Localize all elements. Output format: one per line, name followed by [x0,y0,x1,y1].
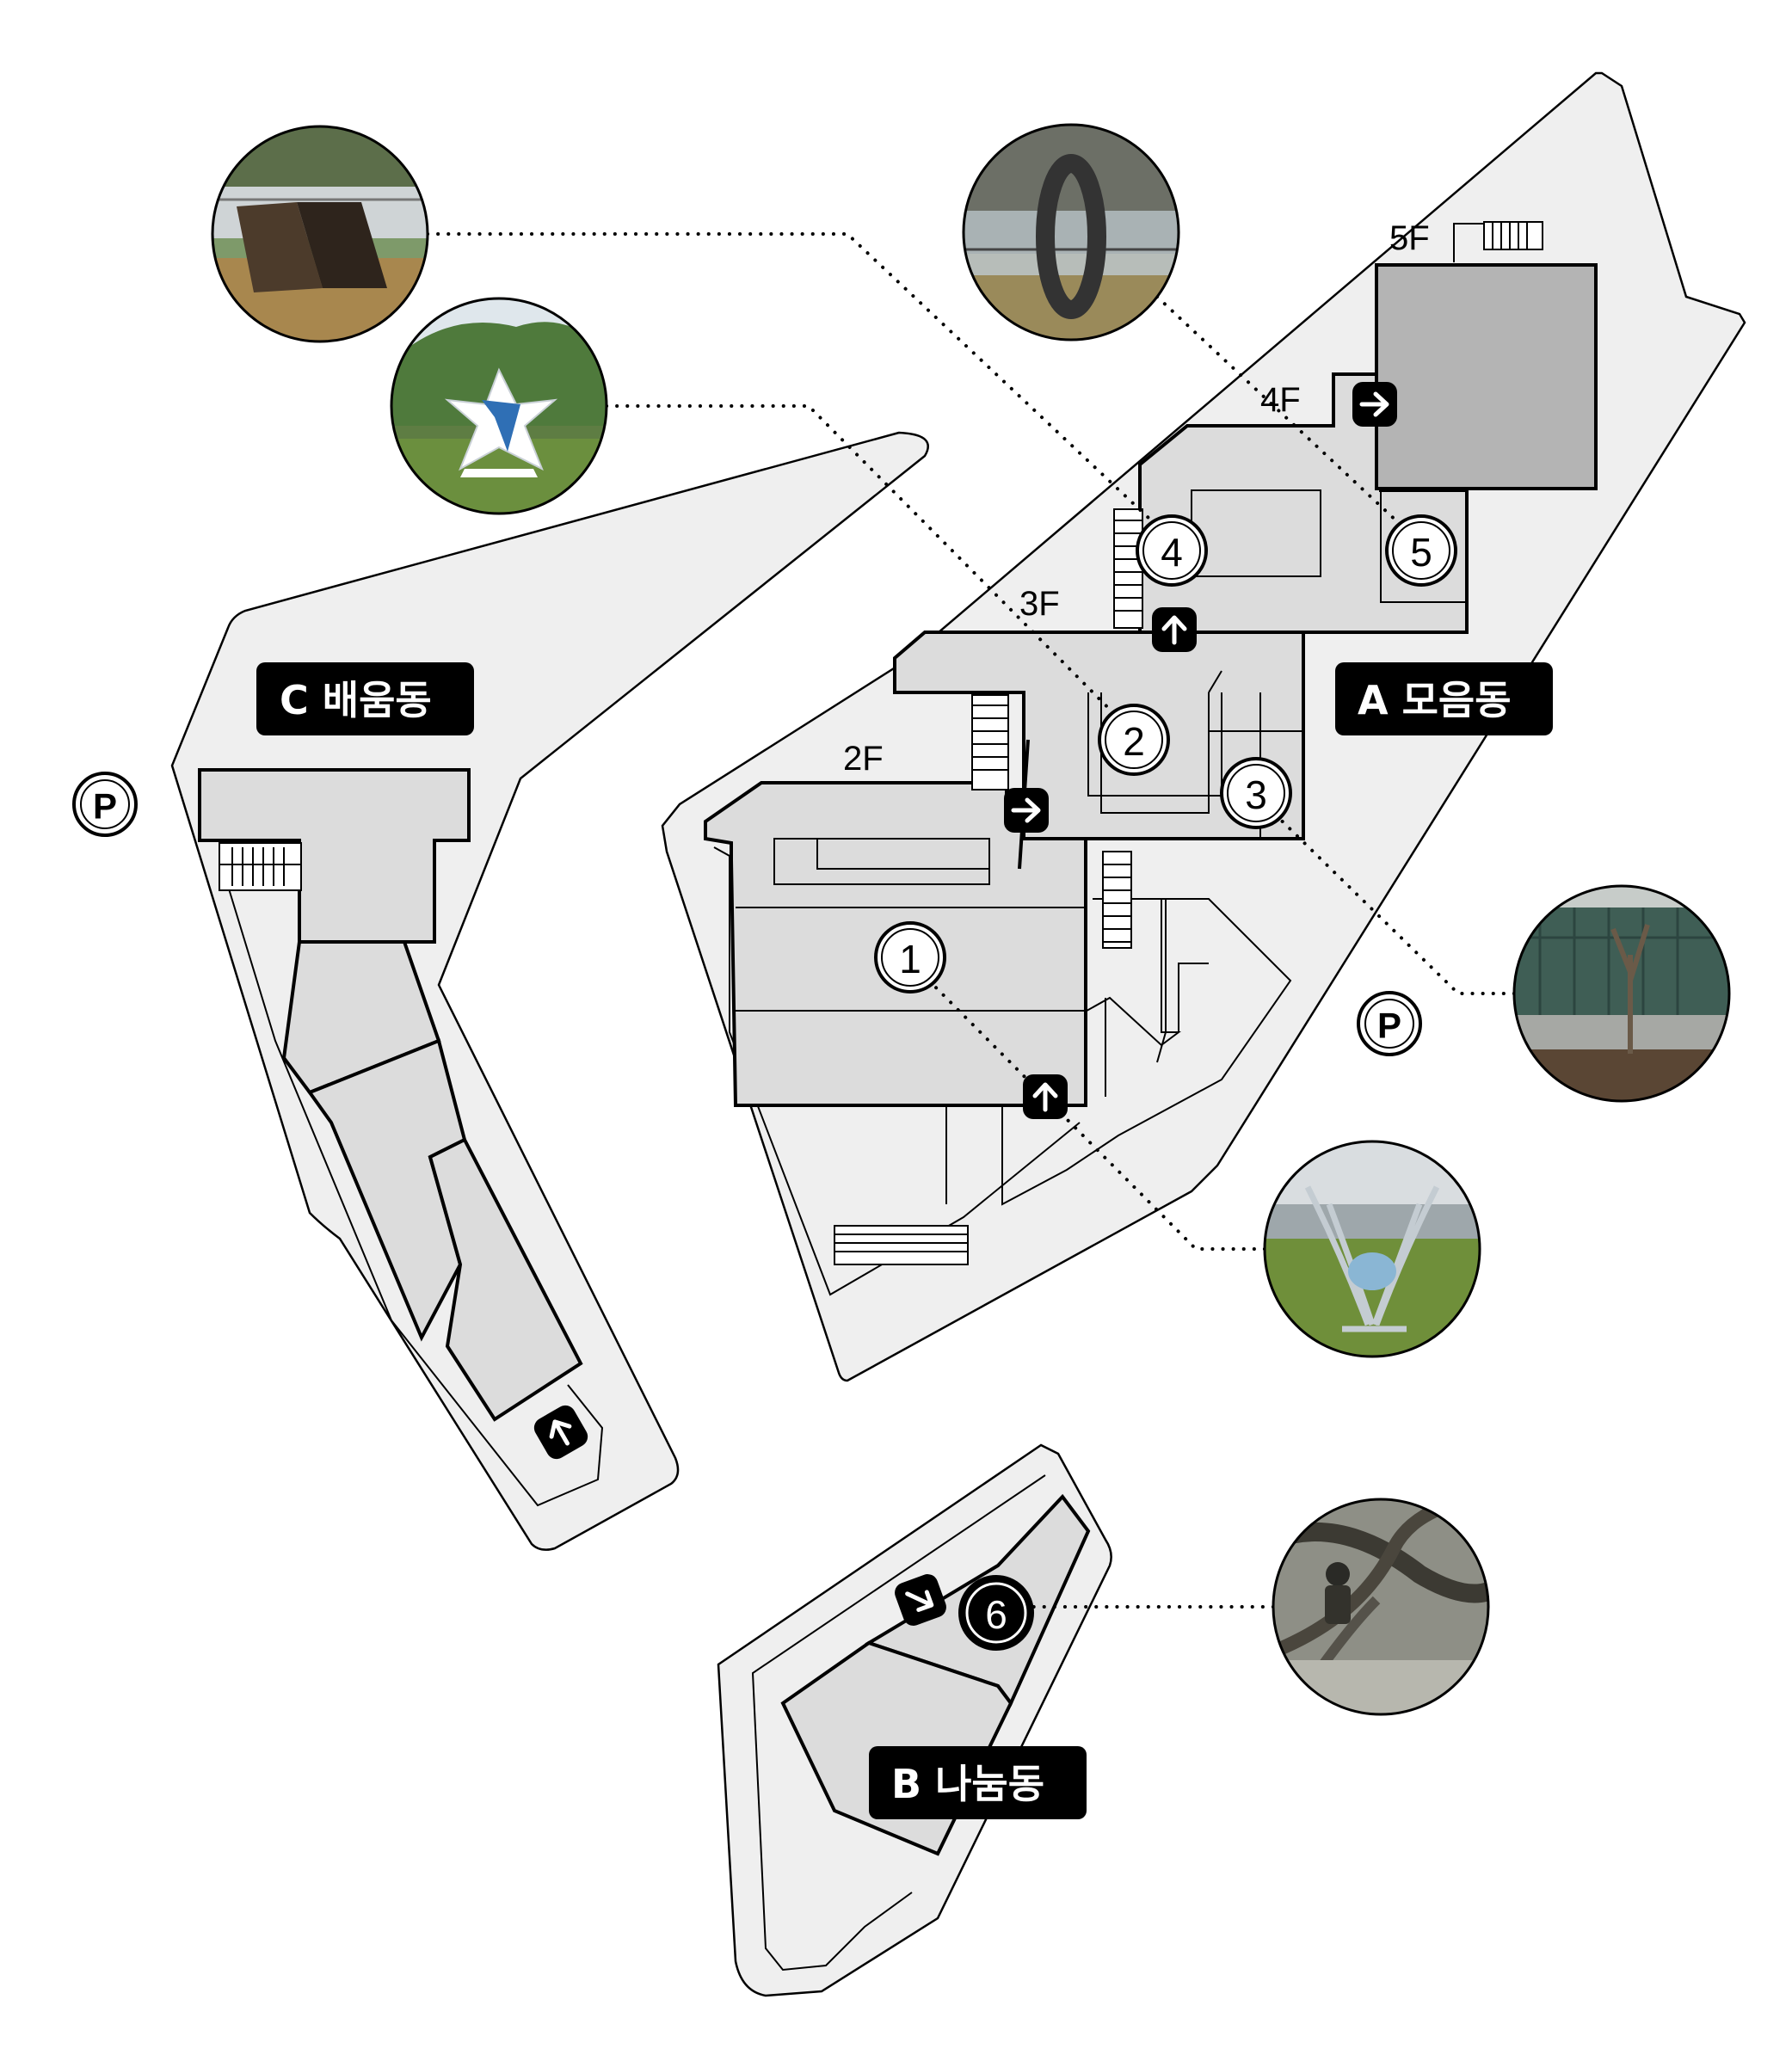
photo-building-facade[interactable] [1512,884,1731,1103]
artwork-marker-6[interactable]: 6 [958,1575,1034,1651]
building-label-c: C 배움동 [256,662,474,735]
svg-text:A 모음동: A 모음동 [1358,677,1512,723]
svg-text:4: 4 [1161,530,1183,575]
artwork-marker-2[interactable]: 2 [1098,704,1170,776]
entrance-arrow-up-left-icon [533,1405,588,1460]
artwork-marker-5[interactable]: 5 [1385,514,1457,587]
entrance-arrow-down-right-icon [895,1574,946,1626]
entrance-arrow-right-icon [1004,788,1049,833]
connector-photo-3 [1155,295,1430,552]
artwork-marker-4[interactable]: 4 [1136,514,1208,587]
photo-steel-plate-sculpture[interactable] [211,125,429,344]
svg-text:6: 6 [985,1592,1007,1637]
site-path-b [751,1474,1046,1972]
connector-photo-2 [605,404,1137,737]
building-a [704,221,1598,1296]
photo-figure-sculpture[interactable] [1272,1498,1490,1720]
building-c [198,768,583,1422]
floor-label-4f: 4F [1260,381,1301,419]
floor-label-2f: 2F [843,740,884,778]
entrance-arrow-up-icon [1152,607,1197,652]
staircase-c [219,842,302,891]
floor-label-5f: 5F [1389,219,1430,257]
svg-text:1: 1 [899,937,921,981]
svg-text:3: 3 [1245,772,1267,817]
photo-flower-sculpture[interactable] [1263,1140,1481,1359]
photo-star-sculpture[interactable] [390,297,608,516]
svg-text:C 배움동: C 배움동 [280,677,432,723]
svg-text:B 나눔동: B 나눔동 [891,1761,1044,1807]
floor-label-3f: 3F [1019,585,1060,623]
parking-symbol: P [1377,1006,1401,1046]
site-path-c [219,877,604,1507]
artwork-marker-3[interactable]: 3 [1220,757,1292,829]
photo-ring-sculpture[interactable] [962,123,1180,344]
svg-text:5: 5 [1410,530,1432,575]
staircase-a [834,221,1543,1265]
artwork-marker-1[interactable]: 1 [874,921,946,994]
building-label-a: A 모음동 [1335,662,1553,735]
parking-marker-west: P [72,772,138,837]
svg-text:2: 2 [1123,719,1145,764]
entrance-arrow-right-icon [1352,382,1397,427]
parking-marker-east: P [1357,991,1422,1056]
entrance-arrow-up-icon [1023,1074,1068,1119]
parking-symbol: P [93,786,117,827]
building-label-b: B 나눔동 [869,1746,1087,1819]
